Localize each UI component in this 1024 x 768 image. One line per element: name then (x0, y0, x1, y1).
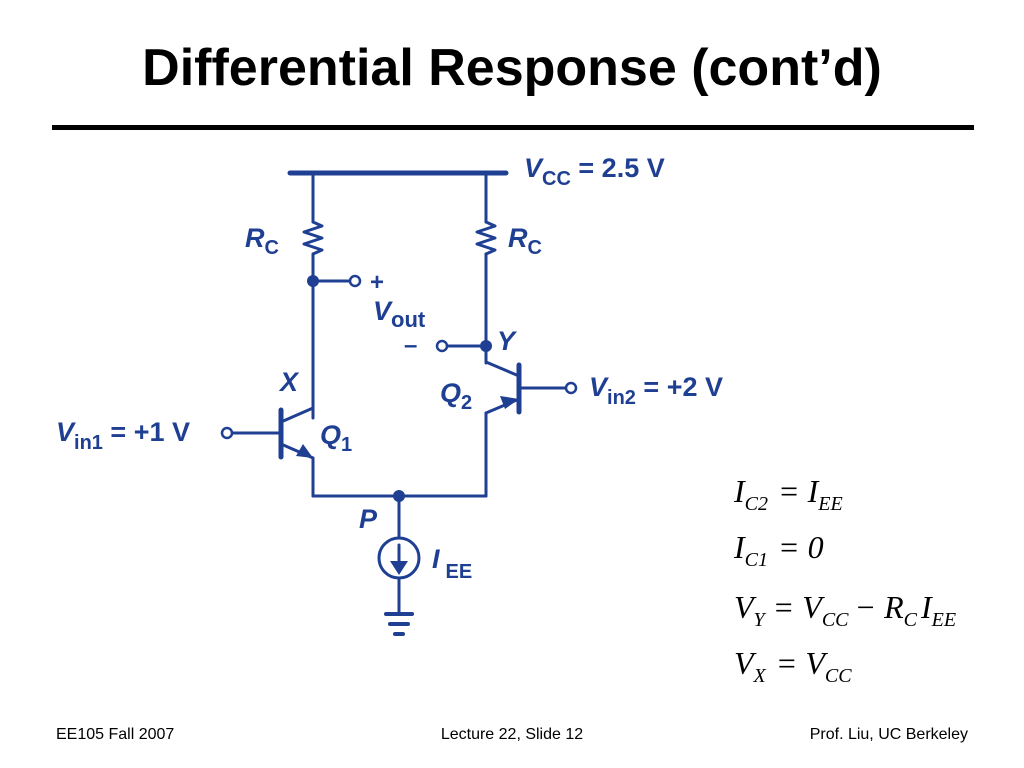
vout-minus-terminal (435, 339, 449, 353)
footer-slide-number: Lecture 22, Slide 12 (440, 726, 584, 743)
q1-collector (279, 406, 315, 424)
current-source-arrow-head (390, 561, 408, 575)
node-p-label: P (359, 504, 378, 534)
node-x-label: X (278, 367, 300, 397)
footer-course: EE105 Fall 2007 (56, 726, 175, 743)
equation-ic2: IC2= IEE (733, 473, 843, 515)
q2-emitter-arrow (500, 396, 519, 409)
equation-vx: VX= VCC (734, 645, 852, 687)
vcc-label: VCC = 2.5 V (524, 153, 665, 190)
slide-title: Differential Response (cont’d) (142, 39, 882, 97)
vout-minus-sign: – (404, 332, 417, 359)
node-y-label: Y (497, 326, 518, 356)
vin1-terminal (220, 426, 234, 440)
rc-left-label: RC (245, 223, 279, 259)
equation-ic1: IC1= 0 (733, 529, 824, 571)
q1-label: Q1 (320, 420, 352, 456)
q2-label: Q2 (440, 378, 472, 414)
title-divider (52, 125, 974, 130)
node-dot-y (480, 340, 492, 352)
vin2-label: Vin2 = +2 V (589, 372, 723, 409)
right-rc-resistor (475, 220, 497, 256)
node-dot-vout-plus (307, 275, 319, 287)
node-dot-p (393, 490, 405, 502)
left-rc-resistor (302, 220, 324, 256)
vout-label: Vout (373, 296, 426, 332)
vout-plus-sign: + (370, 269, 384, 296)
q2-collector (484, 360, 521, 378)
vout-plus-terminal (348, 274, 362, 288)
rc-right-label: RC (508, 223, 542, 259)
footer-author: Prof. Liu, UC Berkeley (809, 726, 968, 743)
q1-emitter-arrow (296, 444, 313, 458)
vin1-label: Vin1 = +1 V (56, 417, 190, 454)
vin2-terminal (564, 381, 578, 395)
